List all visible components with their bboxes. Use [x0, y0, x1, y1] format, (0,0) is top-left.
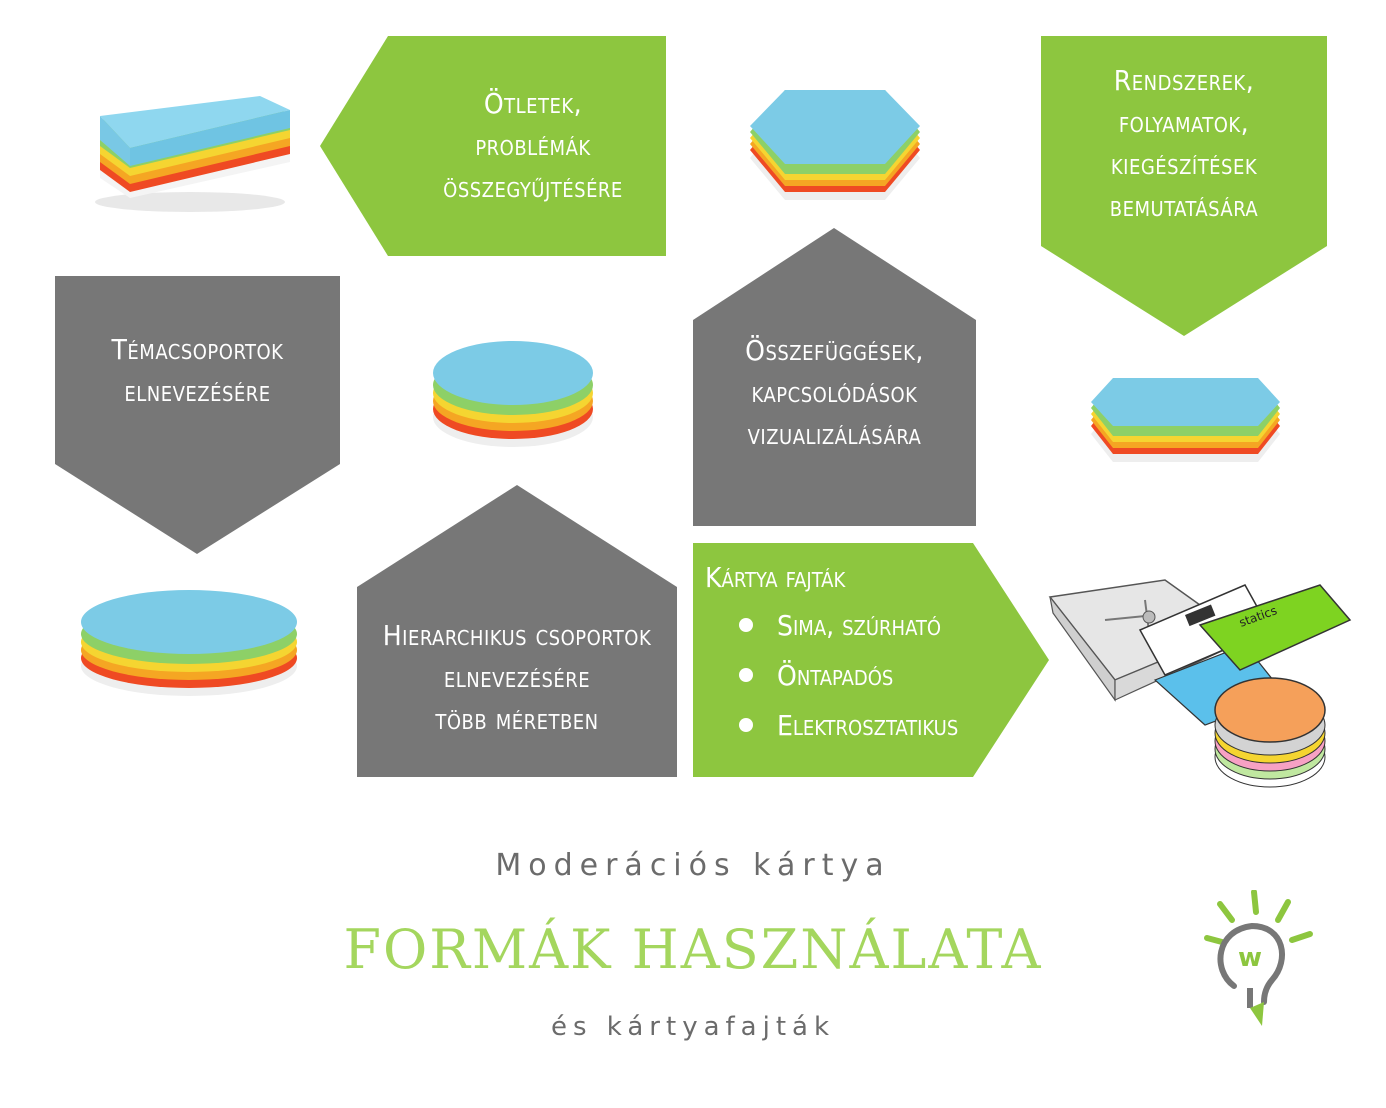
- bullet-dot-icon: [739, 668, 753, 682]
- card-types-illustration: statics: [1048, 579, 1352, 788]
- topics-arrow-shape: Témacsoportok elnevezésére: [55, 276, 340, 554]
- list-item: Elektrosztatikus: [705, 700, 958, 750]
- card-types-arrow-shape: Kártya fajták Sima, szúrható Öntapadós E…: [693, 543, 1049, 777]
- relations-house-shape: Összefüggések, kapcsolódások vizualizálá…: [693, 228, 976, 526]
- card-type-1: Sima, szúrható: [777, 608, 941, 642]
- list-item: Sima, szúrható: [705, 600, 958, 650]
- hierarchy-line-3: több méretben: [435, 703, 599, 736]
- relations-line-2: kapcsolódások: [751, 376, 918, 409]
- hierarchy-line-1: Hierarchikus csoportok: [382, 619, 652, 652]
- systems-line-4: bemutatására: [1109, 190, 1259, 223]
- systems-line-2: folyamatok,: [1118, 106, 1250, 139]
- ideas-arrow-shape: Ötletek, problémák összegyűjtésére: [320, 36, 666, 256]
- card-type-3: Elektrosztatikus: [777, 708, 959, 742]
- subtitle: Moderációs kártya: [495, 848, 891, 883]
- systems-label: Rendszerek, folyamatok, kiegészítések be…: [1041, 44, 1327, 244]
- relations-line-1: Összefüggések,: [745, 334, 924, 367]
- relations-line-3: vizualizálására: [747, 418, 922, 451]
- hierarchy-label: Hierarchikus csoportok elnevezésére több…: [357, 603, 677, 753]
- hexagon-card-stack: [750, 90, 920, 200]
- hierarchy-line-2: elnevezésére: [443, 661, 591, 694]
- tagline: és kártyafajták: [550, 1012, 836, 1042]
- topics-label: Témacsoportok elnevezésére: [55, 306, 340, 436]
- elongated-hexagon-card-stack: [1091, 378, 1280, 462]
- topics-line-1: Témacsoportok: [111, 333, 284, 366]
- relations-label: Összefüggések, kapcsolódások vizualizálá…: [693, 318, 976, 468]
- topics-line-2: elnevezésére: [124, 375, 271, 408]
- svg-text:w: w: [1238, 943, 1262, 973]
- card-types-list: Kártya fajták Sima, szúrható Öntapadós E…: [705, 561, 958, 750]
- oval-card-stack: [81, 590, 297, 696]
- ideas-label: Ötletek, problémák összegyűjtésére: [400, 36, 666, 256]
- bullet-dot-icon: [739, 618, 753, 632]
- list-item: Öntapadós: [705, 650, 958, 700]
- systems-line-1: Rendszerek,: [1113, 64, 1255, 97]
- systems-line-3: kiegészítések: [1110, 148, 1258, 181]
- card-type-2: Öntapadós: [777, 658, 894, 692]
- ideas-line-2: problémák: [475, 129, 591, 162]
- rectangle-card-stack: [95, 96, 290, 212]
- lightbulb-w-logo-icon: w: [1204, 890, 1313, 1026]
- systems-arrow-shape: Rendszerek, folyamatok, kiegészítések be…: [1041, 36, 1327, 336]
- ideas-line-3: összegyűjtésére: [443, 171, 623, 204]
- card-types-heading: Kártya fajták: [705, 561, 846, 594]
- hierarchy-house-shape: Hierarchikus csoportok elnevezésére több…: [357, 485, 677, 777]
- circle-card-stack: [433, 341, 593, 447]
- ideas-line-1: Ötletek,: [483, 87, 583, 120]
- main-title: FORMÁK HASZNÁLATA: [343, 918, 1043, 981]
- bullet-dot-icon: [739, 718, 753, 732]
